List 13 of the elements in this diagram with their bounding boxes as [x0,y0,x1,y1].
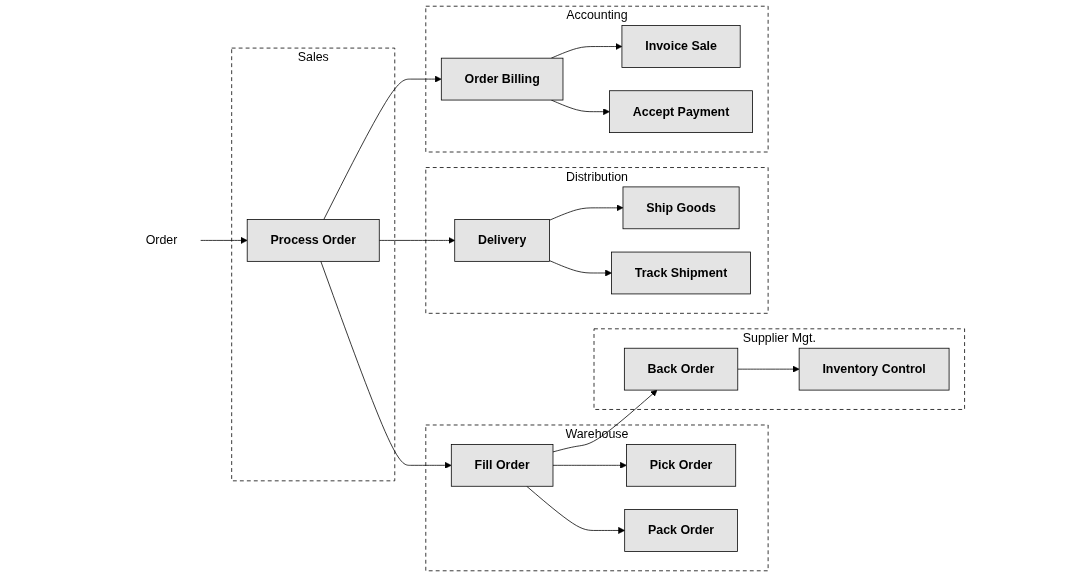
node-box: Fill Order [450,444,554,487]
node-box: Back Order [623,347,739,391]
node-box: Ship Goods [622,186,740,230]
node-box: Track Shipment [611,251,751,295]
node-box: Process Order [246,219,380,262]
node-box: Invoice Sale [621,25,741,68]
node-box: Pack Order [624,509,738,552]
node-box: Inventory Control [798,347,950,391]
node-box: Pick Order [626,444,737,487]
node-box: Accept Payment [609,90,753,133]
node-box: Order Billing [440,57,564,101]
node-text: Order [145,233,178,247]
node-box: Delivery [454,219,550,262]
